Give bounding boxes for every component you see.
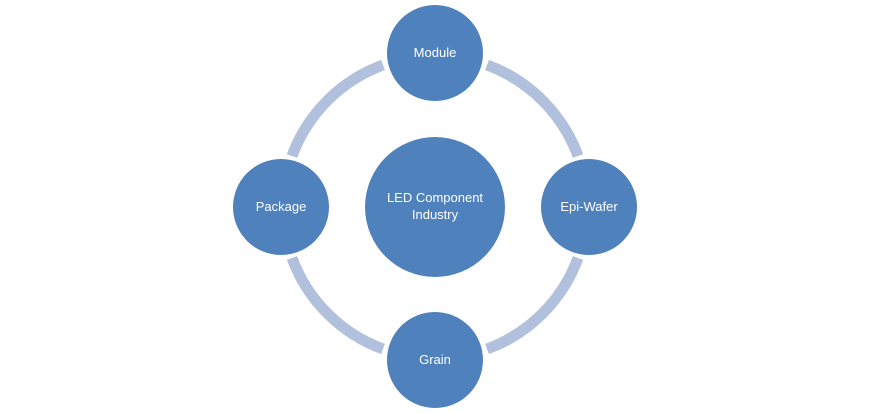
center-circle: [365, 137, 505, 277]
node-module-circle: [385, 3, 485, 103]
arc-left-top: [286, 59, 385, 158]
node-grain-circle: [385, 310, 485, 410]
node-package: Package: [231, 157, 331, 257]
arc-bottom-left: [286, 256, 385, 355]
node-epi-wafer-label: Epi-Wafer: [560, 199, 618, 214]
node-module-label: Module: [414, 45, 457, 60]
node-grain-label: Grain: [419, 352, 451, 367]
arc-right-bottom: [485, 256, 584, 355]
center-label-line1: LED Component: [387, 190, 483, 205]
center-label-line2: Industry: [412, 207, 459, 222]
node-grain: Grain: [385, 310, 485, 410]
node-module: Module: [385, 3, 485, 103]
ring-arcs: [286, 59, 584, 355]
node-epi-wafer: Epi-Wafer: [539, 157, 639, 257]
center-node: LED Component Industry: [365, 137, 505, 277]
node-package-label: Package: [256, 199, 307, 214]
arc-top-right: [485, 59, 584, 158]
node-epi-wafer-circle: [539, 157, 639, 257]
node-package-circle: [231, 157, 331, 257]
